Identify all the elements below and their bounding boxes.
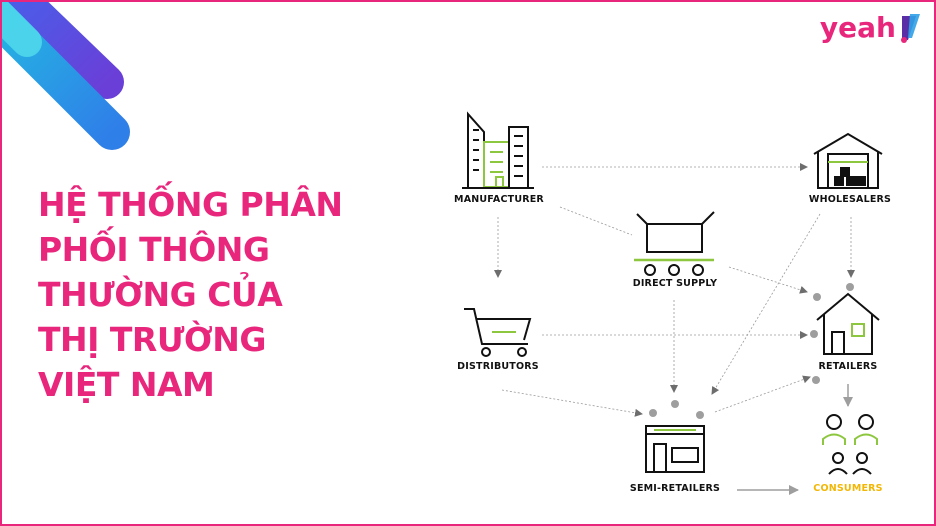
logo-mark-icon xyxy=(901,14,920,43)
title-line: PHỐI THÔNG xyxy=(38,230,270,269)
logo-word: yeah xyxy=(819,10,896,44)
connector-dot xyxy=(810,330,818,338)
decorative-stripes xyxy=(2,2,130,150)
connector-lines xyxy=(494,163,855,417)
connector-dot xyxy=(696,411,704,419)
yeah1-logo: yeah xyxy=(820,10,924,44)
shopping-cart-icon xyxy=(464,308,532,357)
edge-semi-retailers-retailers xyxy=(714,375,811,413)
consumer-arrows xyxy=(737,384,853,495)
storefront-icon xyxy=(645,425,705,473)
node-label-semi-retailers: SEMI-RETAILERS xyxy=(629,483,721,494)
connector-dots xyxy=(649,283,854,419)
connector-dot xyxy=(846,283,854,291)
connector-dot xyxy=(671,400,679,408)
warehouse-icon xyxy=(813,132,883,189)
edge-direct-supply-retailers xyxy=(728,266,808,294)
connector-dot xyxy=(813,293,821,301)
conveyor-box-icon xyxy=(634,211,715,276)
slide-title: HỆ THỐNG PHÂN PHỐI THÔNG THƯỜNG CỦA THỊ … xyxy=(38,182,378,407)
people-group-icon xyxy=(822,414,878,475)
title-line: HỆ THỐNG PHÂN xyxy=(38,185,343,224)
connector-dot xyxy=(649,409,657,417)
title-line: THỊ TRƯỜNG xyxy=(38,320,266,359)
edge-wholesalers-semi-retailers xyxy=(711,213,821,395)
factory-buildings-icon xyxy=(462,111,534,189)
title-line: THƯỜNG CỦA xyxy=(38,275,283,314)
node-label-wholesalers: WHOLESALERS xyxy=(808,194,892,205)
node-label-distributors: DISTRIBUTORS xyxy=(457,361,539,372)
edge-manufacturer-direct-supply xyxy=(559,206,633,236)
node-label-consumers: CONSUMERS xyxy=(813,483,883,494)
node-label-retailers: RETAILERS xyxy=(818,361,878,372)
node-label-manufacturer: MANUFACTURER xyxy=(454,194,544,205)
connector-dot xyxy=(812,376,820,384)
house-store-icon xyxy=(816,292,880,355)
edge-distributors-semi-retailers xyxy=(501,389,643,417)
node-label-direct-supply: DIRECT SUPPLY xyxy=(632,278,718,289)
title-line: VIỆT NAM xyxy=(38,365,215,404)
